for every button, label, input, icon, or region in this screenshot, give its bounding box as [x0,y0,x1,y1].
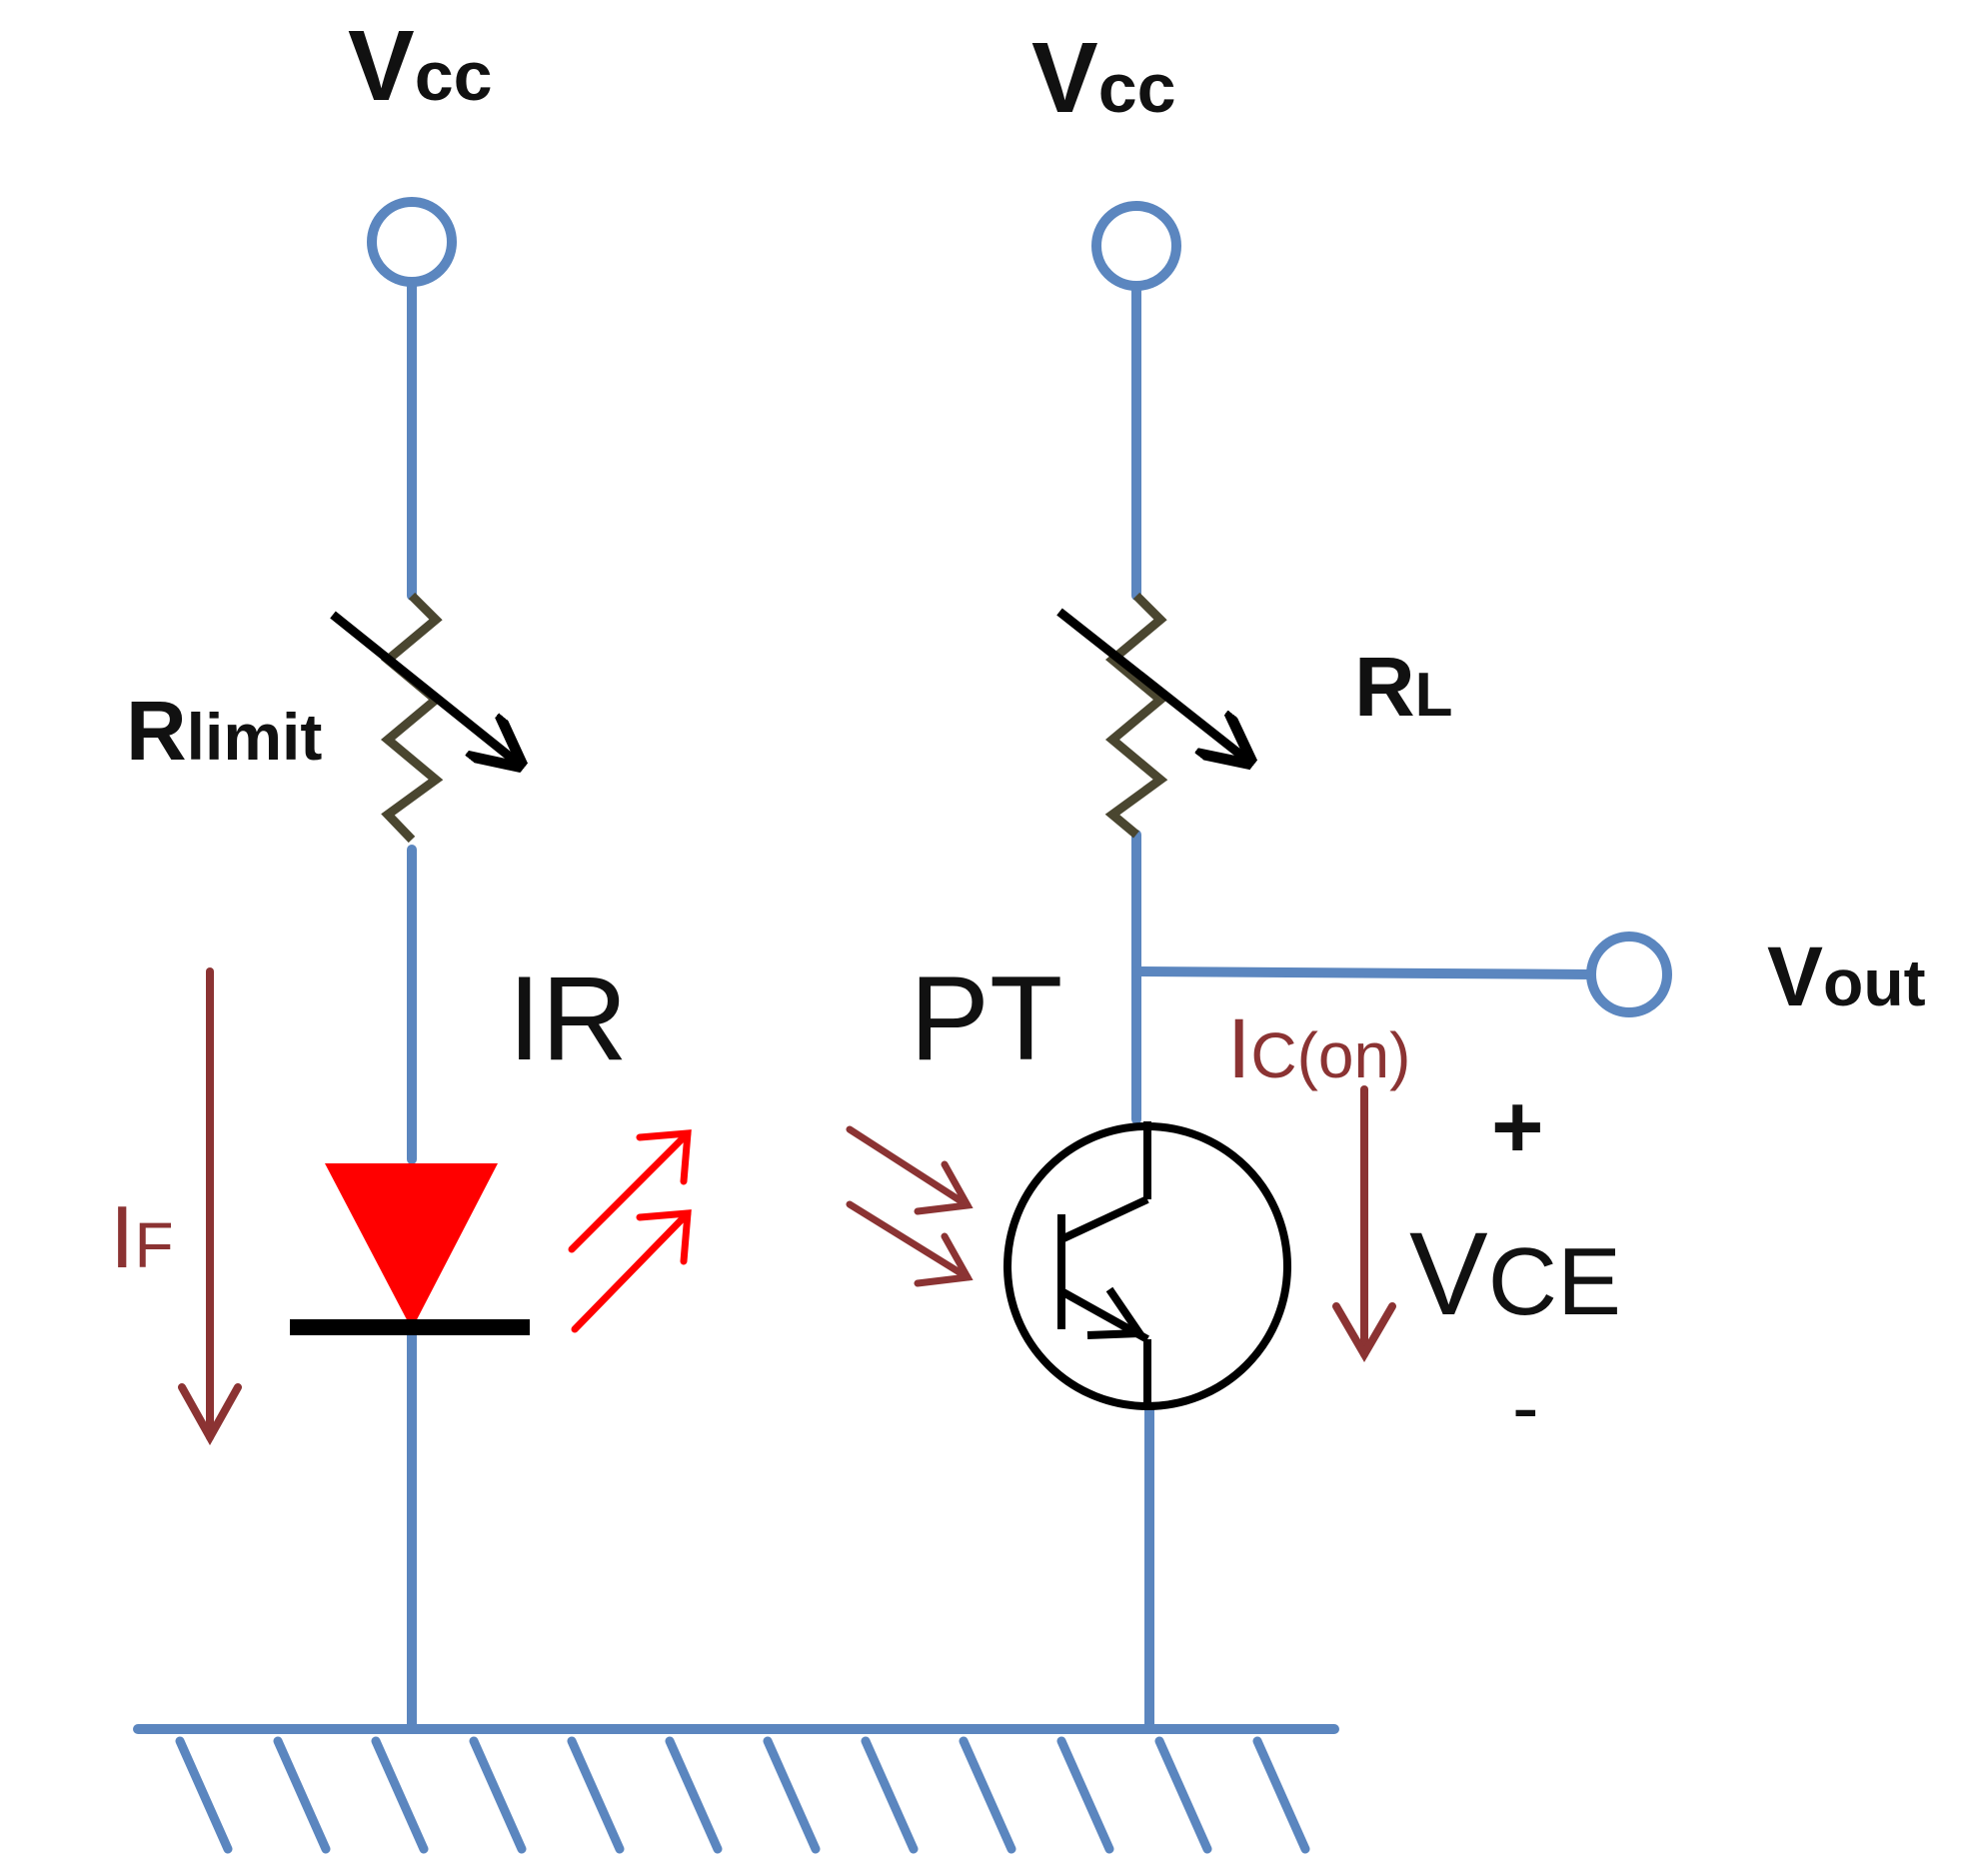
rl-resistor [1056,592,1249,839]
light-received-arrows [846,1125,974,1287]
vce-label: VCE [1409,1208,1621,1340]
if-current-arrow [178,967,242,1446]
vcc-right-terminal [1091,201,1181,291]
minus-sign: - [1512,1362,1539,1451]
vout-label: Vout [1767,930,1926,1023]
collector-lead [1059,1195,1149,1243]
ir-emission-arrows [568,1129,692,1333]
ic-on-label: IC(on) [1227,1001,1410,1095]
ground-symbol [175,1736,1310,1854]
plus-sign: + [1491,1077,1544,1177]
vcc-left-label: Vcc [348,10,493,122]
emitter-arrow [1086,1286,1147,1339]
wires [133,277,1596,1734]
vcc-right-label: Vcc [1031,22,1176,134]
ir-led [290,1163,530,1335]
rlimit-resistor [330,592,520,844]
wire-vout [1131,966,1596,979]
if-label: IF [110,1187,174,1286]
phototransistor [1003,1121,1291,1410]
vout-terminal [1586,932,1672,1017]
ic-current-arrow [1332,1085,1396,1362]
rl-label: RL [1354,640,1453,734]
led-triangle [325,1163,498,1329]
pt-label: PT [910,951,1062,1085]
rlimit-label: Rlimit [126,684,322,778]
ir-label: IR [508,951,628,1085]
vcc-left-terminal [367,197,457,287]
